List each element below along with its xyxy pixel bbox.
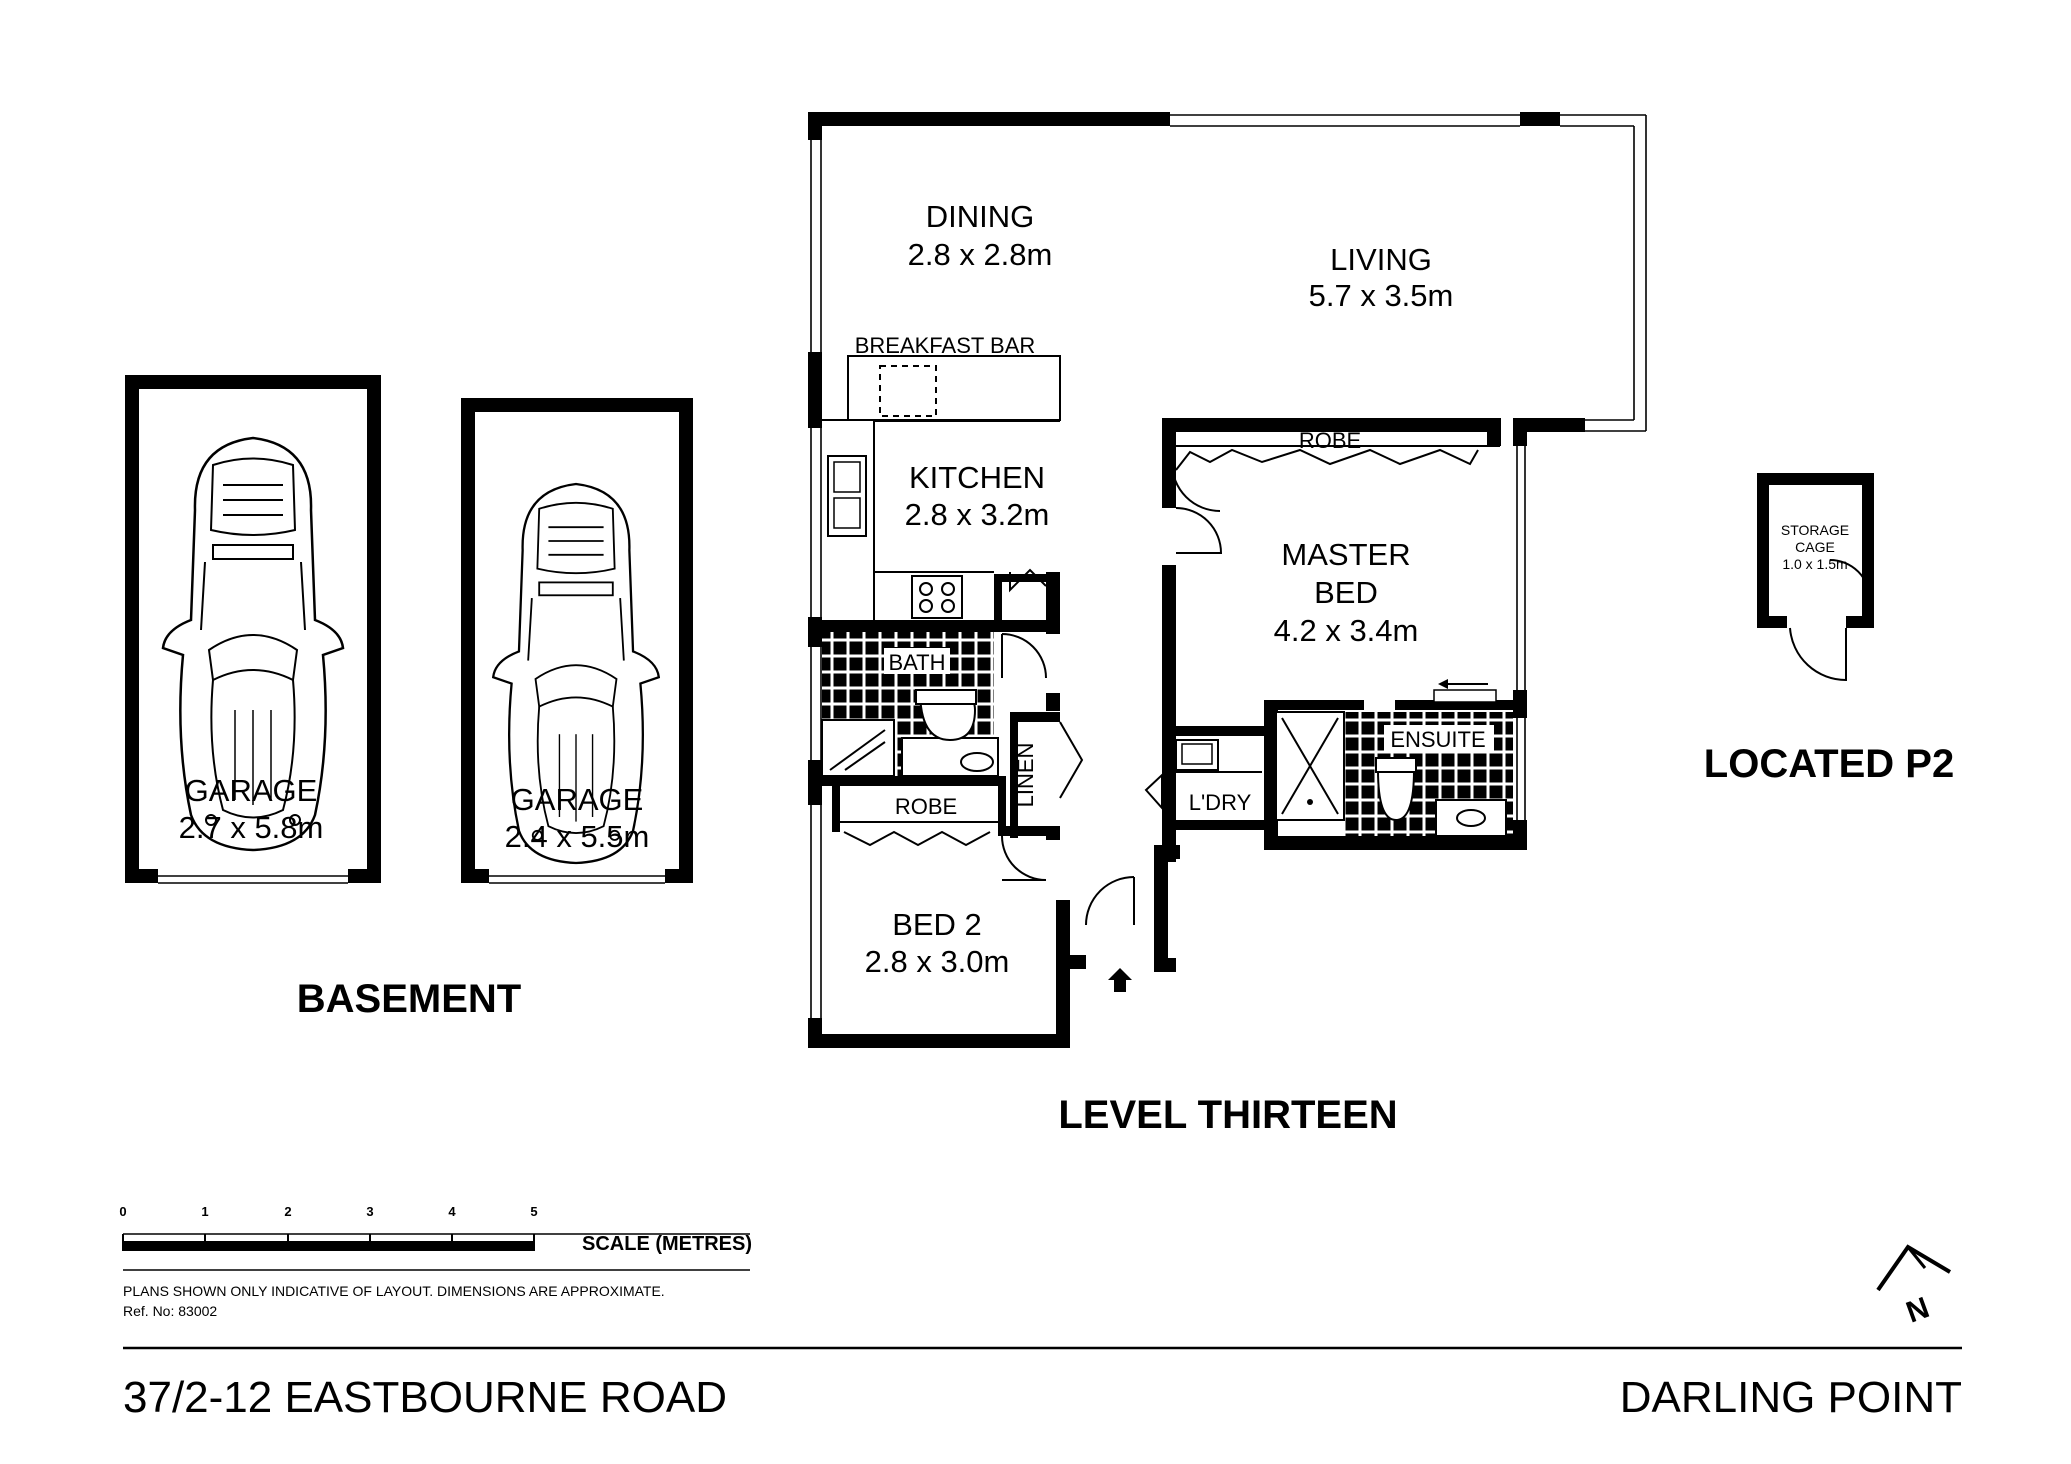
garage-1-name: GARAGE	[185, 773, 318, 808]
living-name: LIVING	[1330, 242, 1432, 277]
garage-2-name: GARAGE	[511, 782, 644, 817]
storage-name-1: STORAGE	[1781, 522, 1849, 538]
bath-label: BATH	[888, 650, 945, 675]
scale-tick: 4	[448, 1204, 456, 1219]
scale-tick: 3	[366, 1204, 373, 1219]
bed2-robe-label: ROBE	[895, 794, 957, 819]
master-robe-label: ROBE	[1299, 428, 1361, 453]
scale-label: SCALE (METRES)	[582, 1233, 752, 1255]
storage-location: LOCATED P2	[1704, 742, 1954, 786]
apartment-walls	[808, 112, 1647, 1048]
dining-name: DINING	[926, 199, 1035, 234]
linen-label: LINEN	[1013, 743, 1038, 808]
bed2-name: BED 2	[892, 907, 982, 942]
north-label: N	[1902, 1291, 1934, 1329]
garage-2: GARAGE 2.4 x 5.5m	[461, 398, 693, 884]
storage-size: 1.0 x 1.5m	[1782, 556, 1847, 572]
master-bed-name-1: MASTER	[1281, 537, 1410, 572]
garage-2-size: 2.4 x 5.5m	[505, 819, 650, 854]
laundry-label: L'DRY	[1189, 790, 1252, 815]
breakfast-bar-label: BREAKFAST BAR	[855, 333, 1036, 358]
scale-tick: 1	[201, 1204, 208, 1219]
bath-label-bg	[884, 648, 950, 674]
ensuite-label-bg	[1384, 725, 1494, 753]
scale-tick: 0	[119, 1204, 126, 1219]
master-bed-size: 4.2 x 3.4m	[1274, 613, 1419, 648]
doors	[840, 445, 1871, 992]
footer-suburb: DARLING POINT	[1620, 1373, 1962, 1422]
storage-cage: STORAGE CAGE 1.0 x 1.5m	[1757, 473, 1874, 682]
scale-tick: 5	[530, 1204, 537, 1219]
ensuite-label: ENSUITE	[1390, 727, 1485, 752]
level-heading: LEVEL THIRTEEN	[1058, 1093, 1397, 1137]
basement-heading: BASEMENT	[297, 977, 521, 1021]
disclaimer: PLANS SHOWN ONLY INDICATIVE OF LAYOUT. D…	[123, 1283, 665, 1299]
kitchen-size: 2.8 x 3.2m	[905, 497, 1050, 532]
dining-size: 2.8 x 2.8m	[908, 237, 1053, 272]
storage-name-2: CAGE	[1795, 539, 1835, 555]
bed2-size: 2.8 x 3.0m	[865, 944, 1010, 979]
scale-bar: 0 1 2 3 4 5 SCALE (METRES)	[119, 1204, 752, 1271]
garage-1-size: 2.7 x 5.8m	[179, 810, 324, 845]
kitchen-fixtures	[822, 355, 1061, 622]
room-labels: DINING 2.8 x 2.8m LIVING 5.7 x 3.5m BREA…	[855, 199, 1494, 979]
master-bed-name-2: BED	[1314, 575, 1378, 610]
living-size: 5.7 x 3.5m	[1309, 278, 1454, 313]
scale-tick: 2	[284, 1204, 291, 1219]
garage-1: GARAGE 2.7 x 5.8m	[125, 375, 381, 884]
footer-address: 37/2-12 EASTBOURNE ROAD	[123, 1373, 727, 1422]
north-arrow-icon: N	[1876, 1244, 1952, 1330]
kitchen-name: KITCHEN	[909, 460, 1045, 495]
ref-number: Ref. No: 83002	[123, 1303, 217, 1319]
